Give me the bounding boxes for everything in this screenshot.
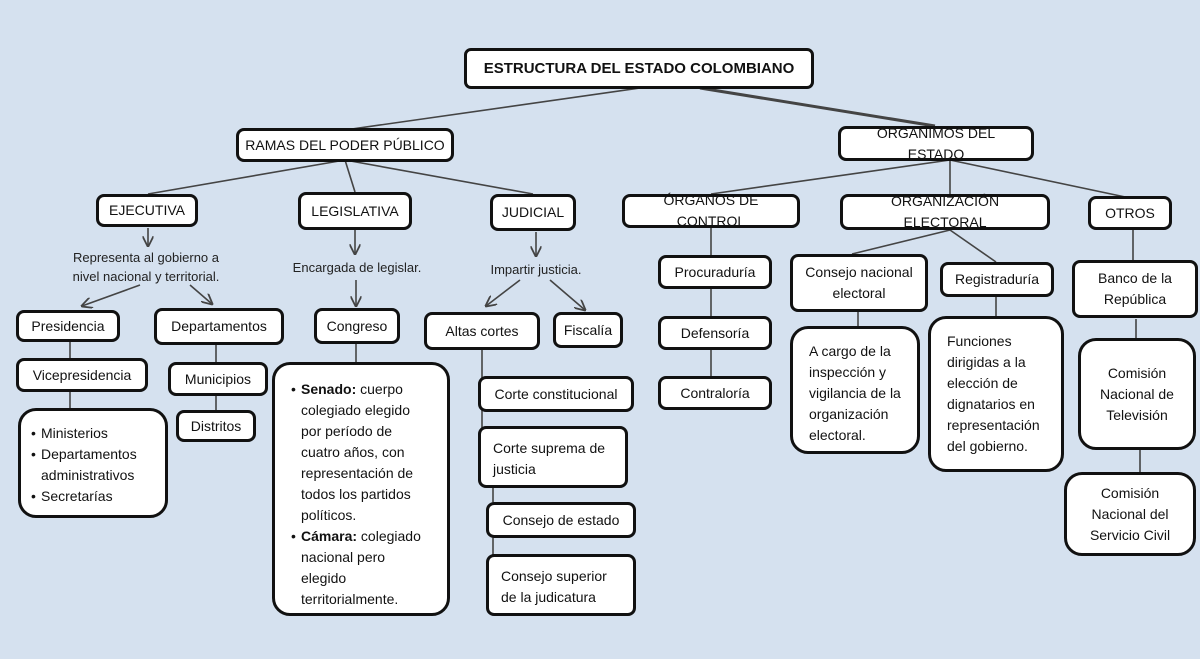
senado-item: Senado: cuerpo colegiado elegido por per…: [291, 379, 433, 526]
departamentos-box: Departamentos: [154, 308, 284, 345]
judicial-caption: Impartir justicia.: [490, 262, 582, 277]
senado-term: Senado:: [301, 381, 357, 397]
registraduria-box: Registraduría: [940, 262, 1054, 297]
distritos-label: Distritos: [190, 417, 242, 434]
corte-label: Consejo de estado: [502, 511, 620, 528]
ramas-box: RAMAS DEL PODER PÚBLICO: [236, 128, 454, 162]
corte-constitucional-box: Corte constitucional: [478, 376, 634, 412]
otros-item-label: Comisión Nacional del Servicio Civil: [1089, 484, 1171, 543]
otros-item-label: Comisión Nacional de Televisión: [1100, 364, 1174, 423]
distritos-box: Distritos: [176, 410, 256, 442]
consejo-superior-box: Consejo superior de la judicatura: [486, 554, 636, 616]
registraduria-desc-box: Funciones dirigidas a la elección de dig…: [928, 316, 1064, 472]
cne-label: Consejo nacional electoral: [805, 264, 913, 301]
vicepresidencia-box: Vicepresidencia: [16, 358, 148, 392]
page-title: ESTRUCTURA DEL ESTADO COLOMBIANO: [483, 60, 795, 77]
control-label: ÓRGANOS DE CONTROL: [663, 192, 759, 229]
consejo-estado-box: Consejo de estado: [486, 502, 636, 538]
presidencia-label: Presidencia: [31, 317, 105, 334]
cne-desc-box: A cargo de la inspección y vigilancia de…: [790, 326, 920, 454]
defensoria-box: Defensoría: [658, 316, 772, 350]
control-item-label: Defensoría: [680, 324, 750, 341]
congreso-box: Congreso: [314, 308, 400, 344]
ejecutiva-box: EJECUTIVA: [96, 194, 198, 227]
altas-cortes-label: Altas cortes: [445, 322, 519, 339]
corte-label: Corte suprema de justicia: [493, 440, 606, 477]
corte-label: Corte constitucional: [494, 385, 618, 402]
ministerios-list: Ministerios Departamentos administrativo…: [31, 423, 155, 507]
judicial-box: JUDICIAL: [490, 194, 576, 231]
congreso-detail-list: Senado: cuerpo colegiado elegido por per…: [291, 379, 433, 610]
control-item-label: Contraloría: [680, 384, 750, 401]
ministerios-box: Ministerios Departamentos administrativo…: [18, 408, 168, 518]
contraloria-box: Contraloría: [658, 376, 772, 410]
cne-desc: A cargo de la inspección y vigilancia de…: [809, 343, 901, 443]
electoral-label: ORGANIZACIÓN ELECTORAL: [890, 193, 1000, 230]
electoral-box: ORGANIZACIÓN ELECTORAL: [840, 193, 1050, 230]
cne-box: Consejo nacional electoral: [790, 254, 928, 312]
ejecutiva-caption: Representa al gobierno a nivel nacional …: [66, 248, 226, 286]
cnsc-box: Comisión Nacional del Servicio Civil: [1064, 472, 1196, 556]
registraduria-label: Registraduría: [954, 271, 1040, 287]
congreso-detail-box: Senado: cuerpo colegiado elegido por per…: [272, 362, 450, 616]
camara-term: Cámara:: [301, 528, 358, 544]
ramas-label: RAMAS DEL PODER PÚBLICO: [245, 136, 445, 153]
fiscalia-box: Fiscalía: [553, 312, 623, 348]
banco-republica-box: Banco de la República: [1072, 260, 1198, 318]
ejecutiva-label: EJECUTIVA: [109, 202, 185, 218]
legislativa-caption: Encargada de legislar.: [292, 260, 422, 275]
legislativa-box: LEGISLATIVA: [298, 192, 412, 230]
list-item: Secretarías: [31, 486, 155, 507]
municipios-label: Municipios: [184, 370, 252, 387]
camara-item: Cámara: colegiado nacional pero elegido …: [291, 526, 433, 610]
altas-cortes-box: Altas cortes: [424, 312, 540, 350]
municipios-box: Municipios: [168, 362, 268, 396]
procuraduria-box: Procuraduría: [658, 255, 772, 289]
list-item: Ministerios: [31, 423, 155, 444]
list-item: Departamentos administrativos: [31, 444, 155, 486]
judicial-label: JUDICIAL: [501, 204, 565, 220]
cntv-box: Comisión Nacional de Televisión: [1078, 338, 1196, 450]
corte-suprema-box: Corte suprema de justicia: [478, 426, 628, 488]
congreso-label: Congreso: [326, 317, 388, 334]
organismos-label: ORGANIMOS DEL ESTADO: [876, 124, 996, 162]
ejecutiva-caption-line-2: nivel nacional y territorial.: [72, 269, 220, 284]
control-item-label: Procuraduría: [674, 263, 756, 280]
registraduria-desc: Funciones dirigidas a la elección de dig…: [947, 333, 1040, 454]
senado-desc: cuerpo colegiado elegido por período de …: [301, 381, 414, 523]
camara-desc: colegiado nacional pero elegido territor…: [301, 528, 421, 607]
otros-box: OTROS: [1088, 196, 1172, 230]
legislativa-label: LEGISLATIVA: [311, 202, 399, 219]
ejecutiva-caption-line-1: Representa al gobierno a: [73, 250, 219, 265]
title-box: ESTRUCTURA DEL ESTADO COLOMBIANO: [464, 48, 814, 89]
otros-label: OTROS: [1105, 204, 1155, 221]
vicepresidencia-label: Vicepresidencia: [32, 366, 132, 383]
fiscalia-label: Fiscalía: [563, 321, 613, 338]
otros-item-label: Banco de la República: [1098, 270, 1172, 307]
organismos-box: ORGANIMOS DEL ESTADO: [838, 125, 1034, 162]
control-box: ÓRGANOS DE CONTROL: [622, 192, 800, 229]
corte-label: Consejo superior de la judicatura: [501, 568, 607, 605]
presidencia-box: Presidencia: [16, 310, 120, 342]
departamentos-label: Departamentos: [171, 318, 267, 334]
